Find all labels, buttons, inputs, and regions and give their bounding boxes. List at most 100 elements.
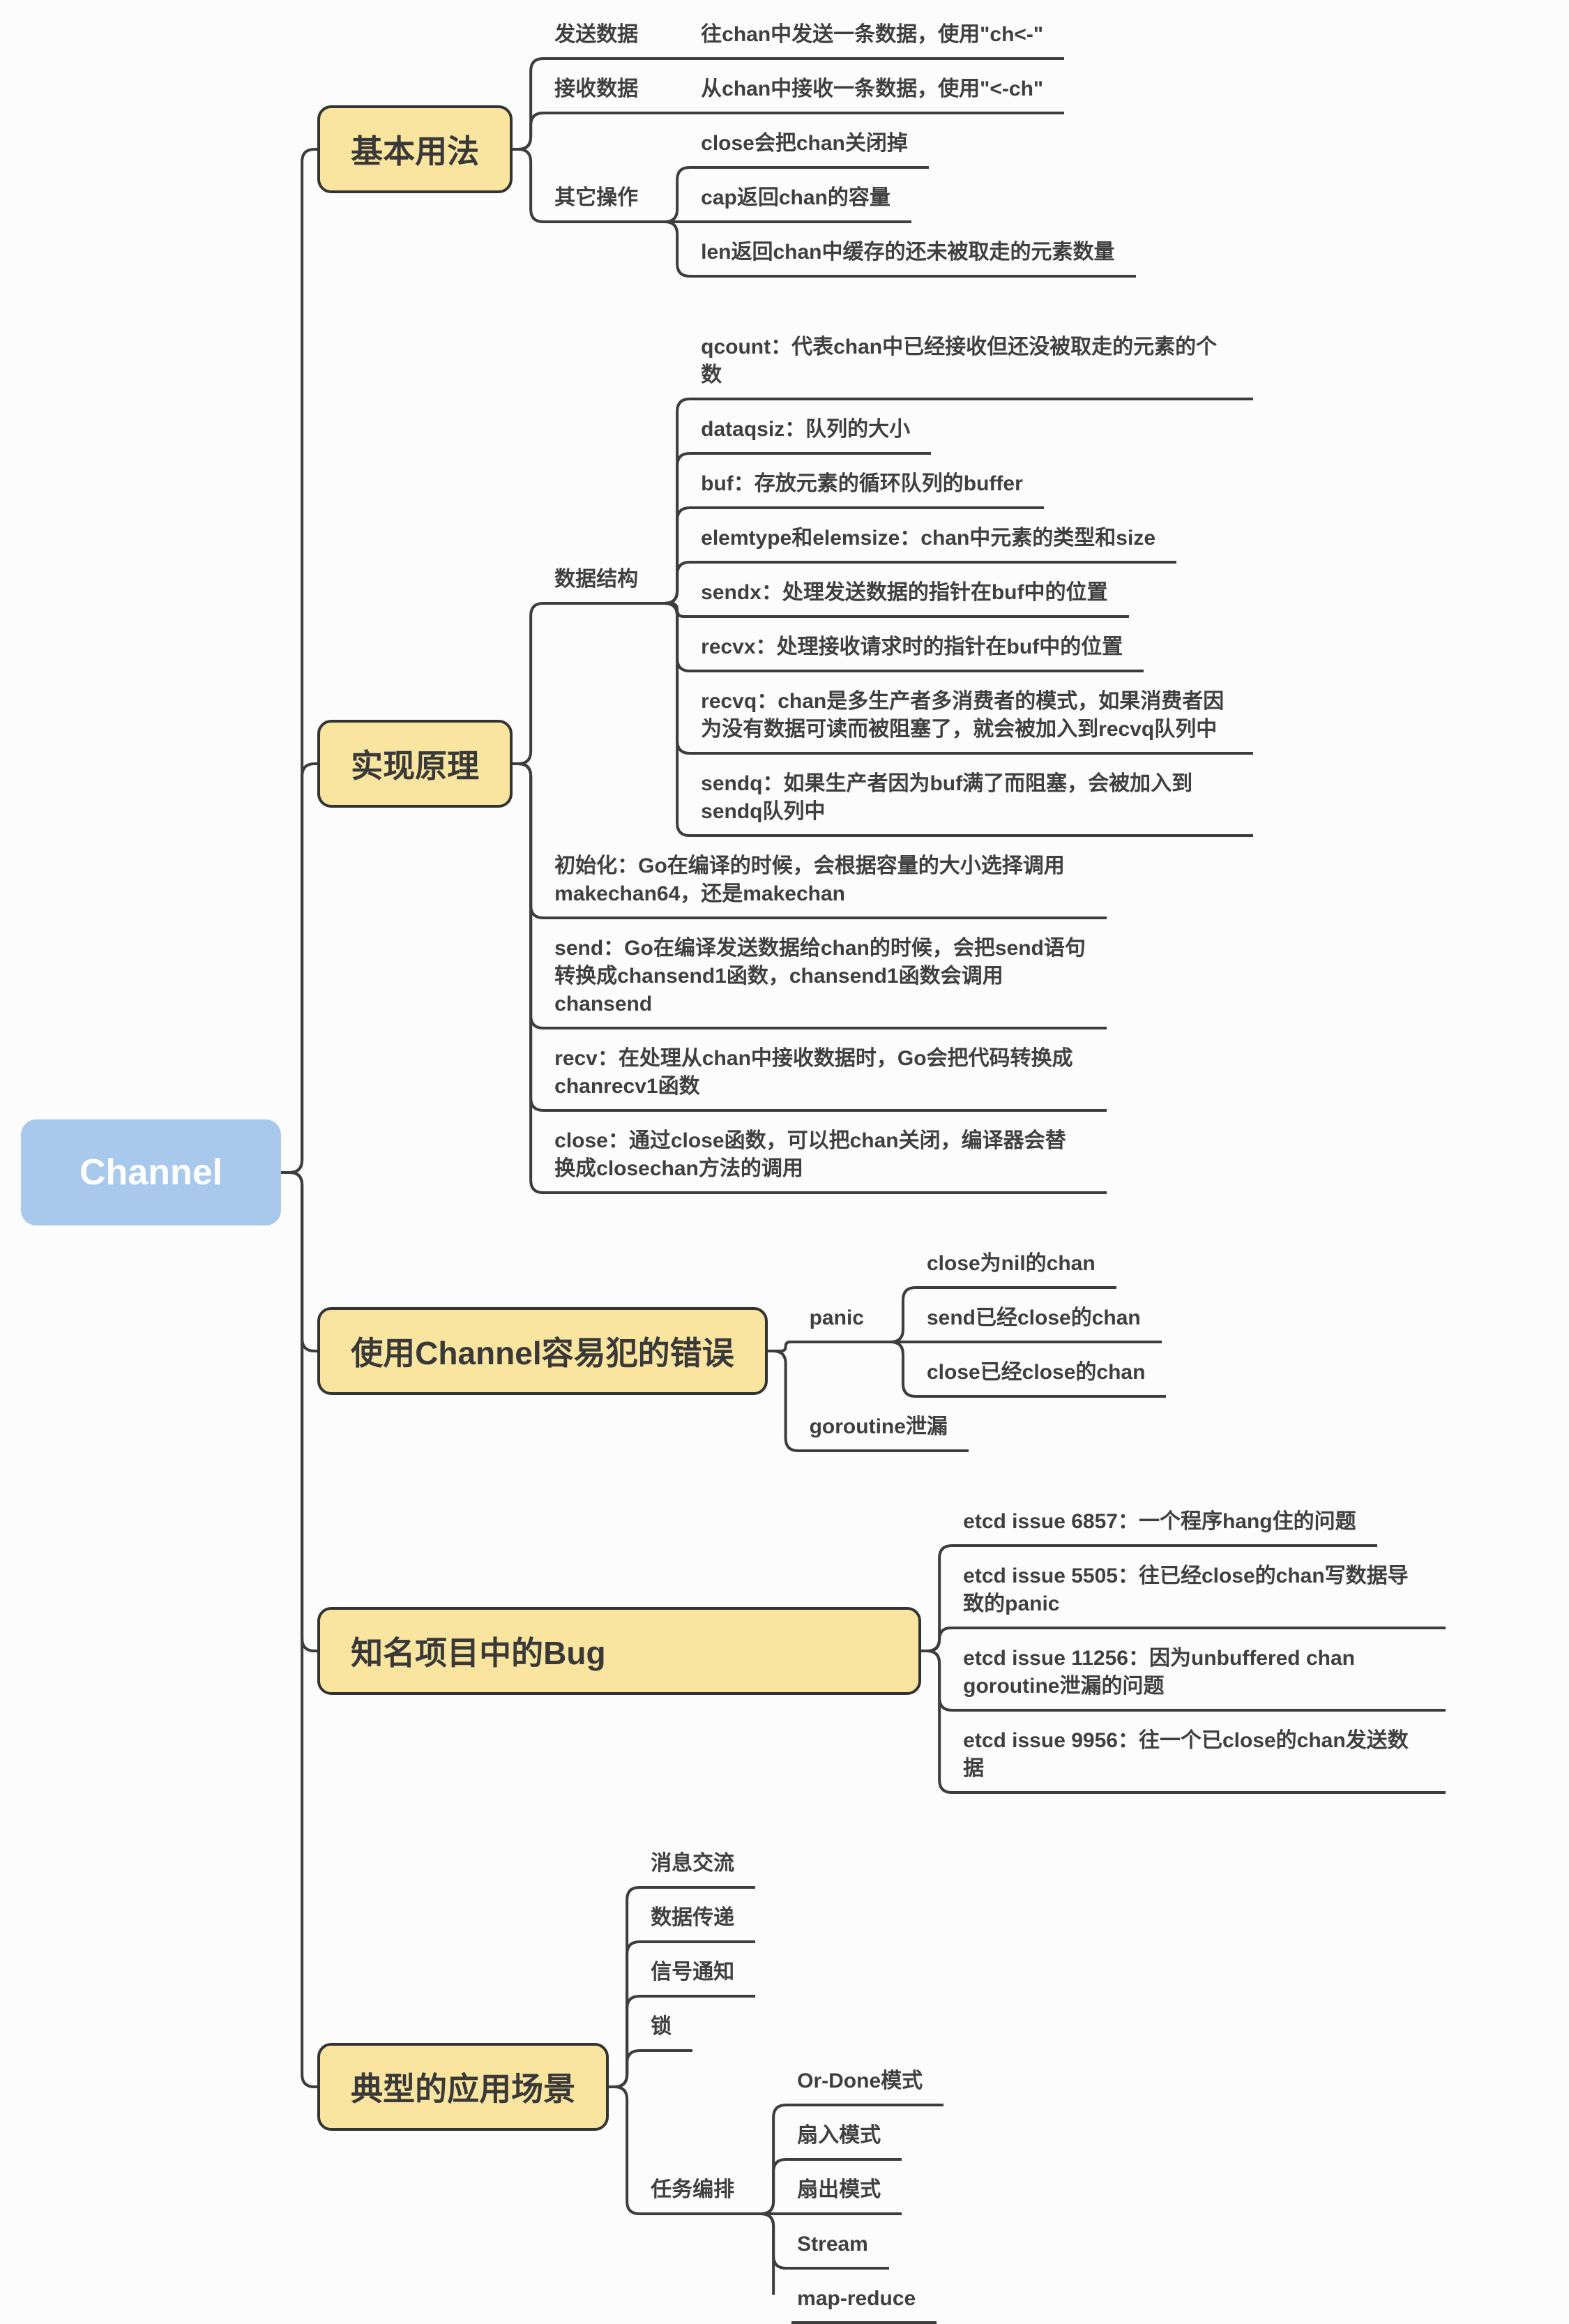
leaf-row: 扇入模式 xyxy=(791,2122,943,2161)
leaf-row: 从chan中接收一条数据，使用"<-ch" xyxy=(695,75,1065,114)
leaf-send-closed[interactable]: send已经close的chan xyxy=(920,1304,1162,1343)
leaf-etcd-11256[interactable]: etcd issue 11256：因为unbuffered chan gorou… xyxy=(957,1645,1446,1712)
leaf-lock[interactable]: 锁 xyxy=(645,2013,693,2052)
basic-usage-children: 发送数据 往chan中发送一条数据，使用"ch<-" 接收数据 从chan中接收… xyxy=(549,21,1136,278)
leaf-recv-impl[interactable]: recv：在处理从chan中接收数据时，Go会把代码转换成chanrecv1函数 xyxy=(549,1045,1107,1112)
leaf-data-transfer[interactable]: 数据传递 xyxy=(645,1904,756,1943)
subtree-implementation: 实现原理 数据结构 qcount：代表chan中已经接收但还没被取走的元素的个数… xyxy=(317,333,1446,1194)
root-topic-channel[interactable]: Channel xyxy=(21,1119,282,1225)
leaf-row: etcd issue 11256：因为unbuffered chan gorou… xyxy=(957,1645,1446,1712)
subtree-send-data: 发送数据 往chan中发送一条数据，使用"ch<-" xyxy=(549,21,1135,60)
leaf-row: recv：在处理从chan中接收数据时，Go会把代码转换成chanrecv1函数 xyxy=(549,1045,1253,1112)
branch-known-bugs[interactable]: 知名项目中的Bug xyxy=(317,1607,922,1695)
leaf-signal-notify[interactable]: 信号通知 xyxy=(645,1959,756,1998)
leaf-buf[interactable]: buf：存放元素的循环队列的buffer xyxy=(695,470,1044,509)
known-bugs-children: etcd issue 6857：一个程序hang住的问题 etcd issue … xyxy=(957,1508,1446,1794)
leaf-row: send已经close的chan xyxy=(920,1304,1166,1343)
subtree-use-cases: 典型的应用场景 消息交流 数据传递 信号通知 锁 任务编排 xyxy=(317,1850,1446,2324)
node-other-ops[interactable]: 其它操作 xyxy=(549,184,660,223)
node-recv-data[interactable]: 接收数据 xyxy=(549,75,660,114)
leaf-row: 初始化：Go在编译的时候，会根据容量的大小选择调用makechan64，还是ma… xyxy=(549,852,1253,919)
implementation-children: 数据结构 qcount：代表chan中已经接收但还没被取走的元素的个数 data… xyxy=(549,333,1254,1194)
leaf-recv-desc[interactable]: 从chan中接收一条数据，使用"<-ch" xyxy=(695,75,1065,114)
leaf-send-desc[interactable]: 往chan中发送一条数据，使用"ch<-" xyxy=(695,21,1065,60)
leaf-dataqsiz[interactable]: dataqsiz：队列的大小 xyxy=(695,416,932,455)
leaf-row: qcount：代表chan中已经接收但还没被取走的元素的个数 xyxy=(695,333,1254,400)
leaf-or-done[interactable]: Or-Done模式 xyxy=(791,2067,944,2106)
node-send-data[interactable]: 发送数据 xyxy=(549,21,660,60)
leaf-row: etcd issue 5505：往已经close的chan写数据导致的panic xyxy=(957,1562,1446,1629)
subtree-other-ops: 其它操作 close会把chan关闭掉 cap返回chan的容量 len返回ch… xyxy=(549,130,1136,278)
root-branches: 基本用法 发送数据 往chan中发送一条数据，使用"ch<-" 接收数据 从ch… xyxy=(317,21,1446,2324)
branch-implementation[interactable]: 实现原理 xyxy=(317,720,513,808)
leaf-sendx[interactable]: sendx：处理发送数据的指针在buf中的位置 xyxy=(695,579,1129,618)
leaf-fan-out[interactable]: 扇出模式 xyxy=(791,2176,902,2215)
subtree-task-orchestration: 任务编排 Or-Done模式 扇入模式 扇出模式 Stream xyxy=(645,2067,944,2324)
leaf-row: close会把chan关闭掉 xyxy=(695,130,1135,169)
leaf-etcd-9956[interactable]: etcd issue 9956：往一个已close的chan发送数据 xyxy=(957,1727,1446,1794)
subtree-recv-data: 接收数据 从chan中接收一条数据，使用"<-ch" xyxy=(549,75,1135,114)
leaf-etcd-5505[interactable]: etcd issue 5505：往已经close的chan写数据导致的panic xyxy=(957,1562,1446,1629)
leaf-row: Stream xyxy=(791,2231,943,2270)
leaf-row: 数据传递 xyxy=(645,1904,943,1943)
leaf-row: close为nil的chan xyxy=(920,1250,1166,1289)
leaf-sendq[interactable]: sendq：如果生产者因为buf满了而阻塞，会被加入到sendq队列中 xyxy=(695,770,1254,837)
leaf-row: len返回chan中缓存的还未被取走的元素数量 xyxy=(695,239,1136,278)
recv-data-children: 从chan中接收一条数据，使用"<-ch" xyxy=(695,75,1065,114)
leaf-len-op[interactable]: len返回chan中缓存的还未被取走的元素数量 xyxy=(695,239,1136,278)
leaf-row: etcd issue 9956：往一个已close的chan发送数据 xyxy=(957,1727,1446,1794)
task-orchestration-children: Or-Done模式 扇入模式 扇出模式 Stream map-reduce xyxy=(791,2067,944,2324)
use-cases-children: 消息交流 数据传递 信号通知 锁 任务编排 Or-Done模式 xyxy=(645,1850,944,2324)
leaf-row: sendq：如果生产者因为buf满了而阻塞，会被加入到sendq队列中 xyxy=(695,770,1254,837)
leaf-row: dataqsiz：队列的大小 xyxy=(695,416,1253,455)
leaf-stream[interactable]: Stream xyxy=(791,2231,889,2270)
node-panic[interactable]: panic xyxy=(803,1304,885,1343)
leaf-message-exchange[interactable]: 消息交流 xyxy=(645,1850,756,1889)
leaf-goroutine-leak[interactable]: goroutine泄漏 xyxy=(803,1413,969,1452)
node-task-orchestration[interactable]: 任务编排 xyxy=(645,2176,756,2215)
leaf-row: sendx：处理发送数据的指针在buf中的位置 xyxy=(695,579,1253,618)
leaf-send-impl[interactable]: send：Go在编译发送数据给chan的时候，会把send语句转换成chanse… xyxy=(549,935,1107,1029)
branch-basic-usage[interactable]: 基本用法 xyxy=(317,105,513,193)
leaf-row: etcd issue 6857：一个程序hang住的问题 xyxy=(957,1508,1446,1547)
leaf-fan-in[interactable]: 扇入模式 xyxy=(791,2122,902,2161)
leaf-close-nil[interactable]: close为nil的chan xyxy=(920,1250,1116,1289)
leaf-etcd-6857[interactable]: etcd issue 6857：一个程序hang住的问题 xyxy=(957,1508,1377,1547)
leaf-row: 往chan中发送一条数据，使用"ch<-" xyxy=(695,21,1065,60)
subtree-basic-usage: 基本用法 发送数据 往chan中发送一条数据，使用"ch<-" 接收数据 从ch… xyxy=(317,21,1446,278)
leaf-row: recvq：chan是多生产者多消费者的模式，如果消费者因为没有数据可读而被阻塞… xyxy=(695,688,1254,755)
subtree-common-mistakes: 使用Channel容易犯的错误 panic close为nil的chan sen… xyxy=(317,1250,1446,1452)
branch-use-cases[interactable]: 典型的应用场景 xyxy=(317,2043,609,2131)
leaf-elemtype[interactable]: elemtype和elemsize：chan中元素的类型和size xyxy=(695,525,1177,564)
leaf-qcount[interactable]: qcount：代表chan中已经接收但还没被取走的元素的个数 xyxy=(695,333,1254,400)
leaf-row: 消息交流 xyxy=(645,1850,943,1889)
leaf-cap-op[interactable]: cap返回chan的容量 xyxy=(695,184,911,223)
leaf-row: elemtype和elemsize：chan中元素的类型和size xyxy=(695,525,1253,564)
panic-children: close为nil的chan send已经close的chan close已经c… xyxy=(920,1250,1167,1398)
leaf-row: 锁 xyxy=(645,2013,943,2052)
send-data-children: 往chan中发送一条数据，使用"ch<-" xyxy=(695,21,1065,60)
leaf-row: map-reduce xyxy=(791,2285,943,2324)
other-ops-children: close会把chan关闭掉 cap返回chan的容量 len返回chan中缓存… xyxy=(695,130,1136,278)
leaf-recvq[interactable]: recvq：chan是多生产者多消费者的模式，如果消费者因为没有数据可读而被阻塞… xyxy=(695,688,1254,755)
leaf-row: cap返回chan的容量 xyxy=(695,184,1135,223)
node-data-structure[interactable]: 数据结构 xyxy=(549,566,660,605)
leaf-init[interactable]: 初始化：Go在编译的时候，会根据容量的大小选择调用makechan64，还是ma… xyxy=(549,852,1107,919)
subtree-data-structure: 数据结构 qcount：代表chan中已经接收但还没被取走的元素的个数 data… xyxy=(549,333,1254,837)
subtree-panic: panic close为nil的chan send已经close的chan cl… xyxy=(803,1250,1167,1398)
leaf-row: close已经close的chan xyxy=(920,1359,1167,1398)
leaf-row: send：Go在编译发送数据给chan的时候，会把send语句转换成chanse… xyxy=(549,935,1253,1029)
leaf-row: buf：存放元素的循环队列的buffer xyxy=(695,470,1253,509)
leaf-row: recvx：处理接收请求时的指针在buf中的位置 xyxy=(695,633,1253,672)
leaf-row: goroutine泄漏 xyxy=(803,1413,1167,1452)
leaf-close-impl[interactable]: close：通过close函数，可以把chan关闭，编译器会替换成closech… xyxy=(549,1127,1107,1194)
branch-common-mistakes[interactable]: 使用Channel容易犯的错误 xyxy=(317,1307,768,1395)
data-structure-children: qcount：代表chan中已经接收但还没被取走的元素的个数 dataqsiz：… xyxy=(695,333,1254,837)
leaf-row: Or-Done模式 xyxy=(791,2067,944,2106)
leaf-map-reduce[interactable]: map-reduce xyxy=(791,2285,937,2324)
subtree-known-bugs: 知名项目中的Bug etcd issue 6857：一个程序hang住的问题 e… xyxy=(317,1508,1446,1794)
leaf-close-closed[interactable]: close已经close的chan xyxy=(920,1359,1167,1398)
leaf-close-op[interactable]: close会把chan关闭掉 xyxy=(695,130,929,169)
leaf-recvx[interactable]: recvx：处理接收请求时的指针在buf中的位置 xyxy=(695,633,1144,672)
